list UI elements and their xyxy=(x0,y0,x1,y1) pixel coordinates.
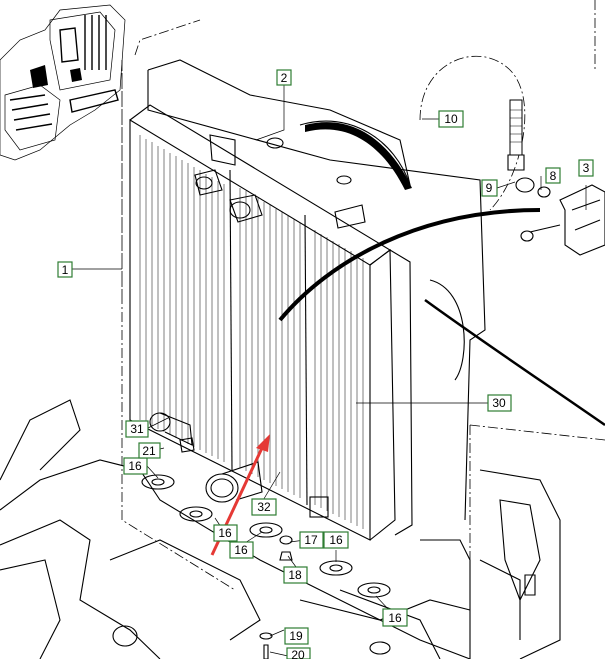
callout-32[interactable]: 32 xyxy=(251,498,277,516)
svg-text:31: 31 xyxy=(130,422,144,436)
callout-19[interactable]: 19 xyxy=(284,627,309,645)
callout-21[interactable]: 21 xyxy=(138,442,161,459)
svg-text:16: 16 xyxy=(388,611,402,625)
svg-text:20: 20 xyxy=(291,648,305,659)
callout-9[interactable]: 9 xyxy=(481,179,498,197)
svg-text:8: 8 xyxy=(550,169,557,183)
svg-text:16: 16 xyxy=(218,526,232,540)
callout-16-a[interactable]: 16 xyxy=(123,457,148,475)
callout-30[interactable]: 30 xyxy=(487,394,512,412)
harness-main xyxy=(278,208,541,322)
callout-16-d[interactable]: 16 xyxy=(323,531,349,549)
svg-text:17: 17 xyxy=(304,533,318,547)
callout-20[interactable]: 20 xyxy=(286,647,311,659)
svg-text:10: 10 xyxy=(444,112,458,126)
callout-18[interactable]: 18 xyxy=(283,566,308,584)
svg-text:32: 32 xyxy=(257,500,271,514)
frame-outline-right xyxy=(469,424,605,659)
svg-text:1: 1 xyxy=(62,263,69,277)
machine-thumbnail xyxy=(0,0,130,161)
svg-text:19: 19 xyxy=(289,629,303,643)
callout-2[interactable]: 2 xyxy=(276,69,292,86)
svg-text:2: 2 xyxy=(281,71,288,85)
svg-text:16: 16 xyxy=(234,543,248,557)
radiator-core xyxy=(129,104,413,541)
pipe-outline xyxy=(419,55,526,211)
svg-text:3: 3 xyxy=(583,161,590,175)
fan-shroud xyxy=(147,59,486,521)
harness-lower xyxy=(424,298,605,427)
callout-10[interactable]: 10 xyxy=(438,110,464,128)
svg-text:16: 16 xyxy=(329,533,343,547)
svg-text:18: 18 xyxy=(288,568,302,582)
callout-8[interactable]: 8 xyxy=(545,167,561,184)
svg-text:16: 16 xyxy=(128,459,142,473)
callout-16-c[interactable]: 16 xyxy=(229,541,254,559)
hose-assembly xyxy=(507,99,605,256)
mounts xyxy=(141,474,391,659)
leader-lines xyxy=(72,85,587,657)
chassis xyxy=(0,399,561,659)
callout-16-b[interactable]: 16 xyxy=(213,524,238,542)
svg-text:9: 9 xyxy=(486,181,493,195)
svg-text:21: 21 xyxy=(142,444,156,458)
callout-16-e[interactable]: 16 xyxy=(382,608,408,627)
frame-outline xyxy=(121,19,236,591)
callout-17[interactable]: 17 xyxy=(299,531,324,549)
callout-3[interactable]: 3 xyxy=(578,159,594,177)
callout-1[interactable]: 1 xyxy=(57,261,73,278)
callout-31[interactable]: 31 xyxy=(125,420,149,438)
svg-text:30: 30 xyxy=(492,396,506,410)
